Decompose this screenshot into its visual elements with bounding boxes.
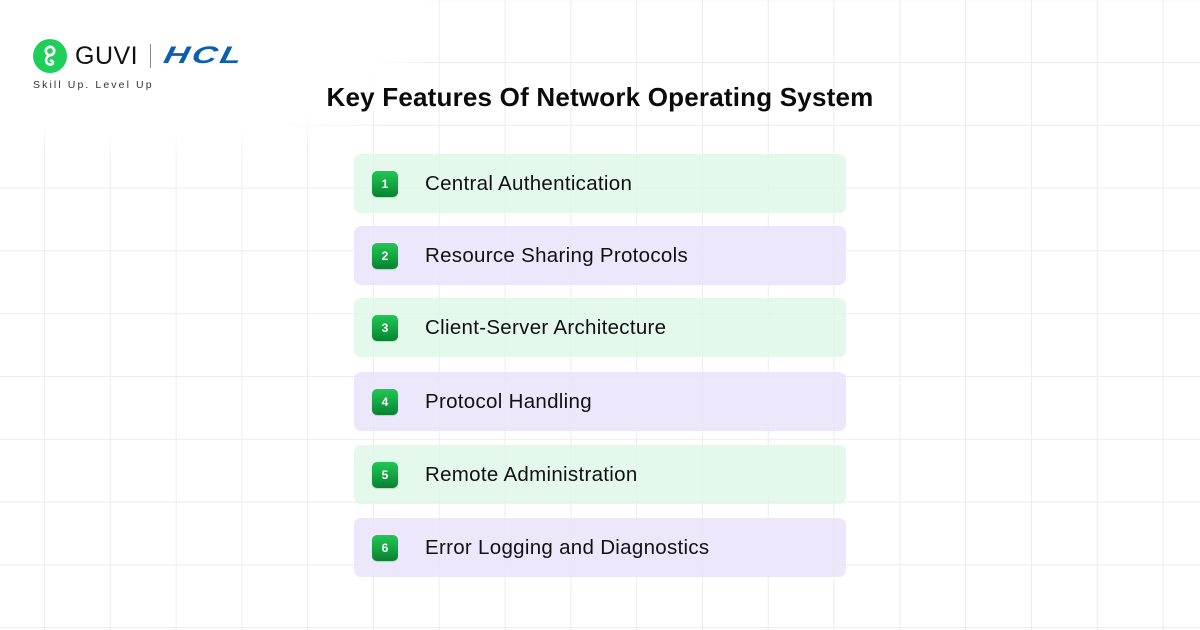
hcl-wordmark: HCL xyxy=(161,42,248,69)
guvi-g-icon xyxy=(33,39,67,73)
guvi-wordmark: GUVI xyxy=(75,41,139,70)
brand-tagline: Skill Up. Level Up xyxy=(33,79,154,91)
number-badge: 2 xyxy=(372,242,398,269)
feature-label: Central Authentication xyxy=(425,171,633,195)
number-badge: 1 xyxy=(372,170,398,197)
feature-label: Remote Administration xyxy=(425,462,638,486)
number-badge: 5 xyxy=(372,461,398,488)
feature-label: Protocol Handling xyxy=(425,389,592,413)
feature-label: Error Logging and Diagnostics xyxy=(425,535,710,559)
feature-card-4: 4 Protocol Handling xyxy=(354,372,846,431)
number-badge: 4 xyxy=(372,388,398,415)
logo-divider xyxy=(150,44,152,68)
number-badge: 3 xyxy=(372,314,398,341)
grid-fade-overlay-logo xyxy=(0,60,290,140)
page-title: Key Features Of Network Operating System xyxy=(326,82,874,112)
brand-logo: GUVI HCL xyxy=(33,39,247,73)
feature-card-3: 3 Client-Server Architecture xyxy=(354,298,846,357)
number-badge: 6 xyxy=(372,534,398,561)
feature-card-6: 6 Error Logging and Diagnostics xyxy=(354,518,846,577)
feature-label: Resource Sharing Protocols xyxy=(425,243,689,267)
feature-card-1: 1 Central Authentication xyxy=(354,154,846,213)
feature-card-2: 2 Resource Sharing Protocols xyxy=(354,226,846,285)
feature-card-5: 5 Remote Administration xyxy=(354,445,846,504)
feature-label: Client-Server Architecture xyxy=(425,315,667,339)
